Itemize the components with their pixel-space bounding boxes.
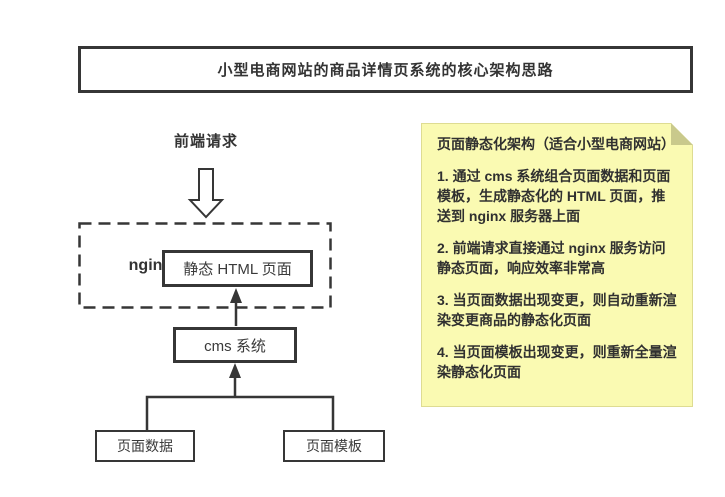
diagram-title-box: 小型电商网站的商品详情页系统的核心架构思路 (78, 46, 693, 93)
note-folded-corner-icon (671, 123, 693, 145)
cms-system-label: cms 系统 (204, 337, 266, 355)
page-data-node: 页面数据 (95, 430, 195, 462)
page-data-label: 页面数据 (117, 438, 173, 454)
page-template-node: 页面模板 (283, 430, 385, 462)
sticky-note: 页面静态化架构（适合小型电商网站） 1. 通过 cms 系统组合页面数据和页面模… (421, 123, 693, 407)
up-arrowhead-icon (229, 363, 241, 378)
page-template-label: 页面模板 (306, 438, 362, 454)
page-title: 小型电商网站的商品详情页系统的核心架构思路 (217, 62, 554, 79)
static-html-page-node: 静态 HTML 页面 (162, 250, 313, 287)
up-arrowhead-icon (230, 288, 242, 303)
sticky-note-item-1: 1. 通过 cms 系统组合页面数据和页面模板，生成静态化的 HTML 页面，推… (437, 168, 671, 224)
sticky-note-item-2: 2. 前端请求直接通过 nginx 服务访问静态页面，响应效率非常高 (437, 240, 666, 276)
split-connector-line (145, 395, 335, 430)
down-block-arrow-icon (187, 168, 225, 219)
sticky-note-item-4: 4. 当页面模板出现变更，则重新全量渲染静态化页面 (437, 344, 677, 380)
frontend-request-label: 前端请求 (173, 133, 238, 150)
sticky-note-item-3: 3. 当页面数据出现变更，则自动重新渲染变更商品的静态化页面 (437, 292, 677, 328)
static-html-page-label: 静态 HTML 页面 (183, 261, 292, 278)
cms-system-node: cms 系统 (173, 327, 297, 363)
nginx-label: nginx (128, 257, 172, 274)
sticky-note-title: 页面静态化架构（适合小型电商网站） (437, 136, 675, 152)
